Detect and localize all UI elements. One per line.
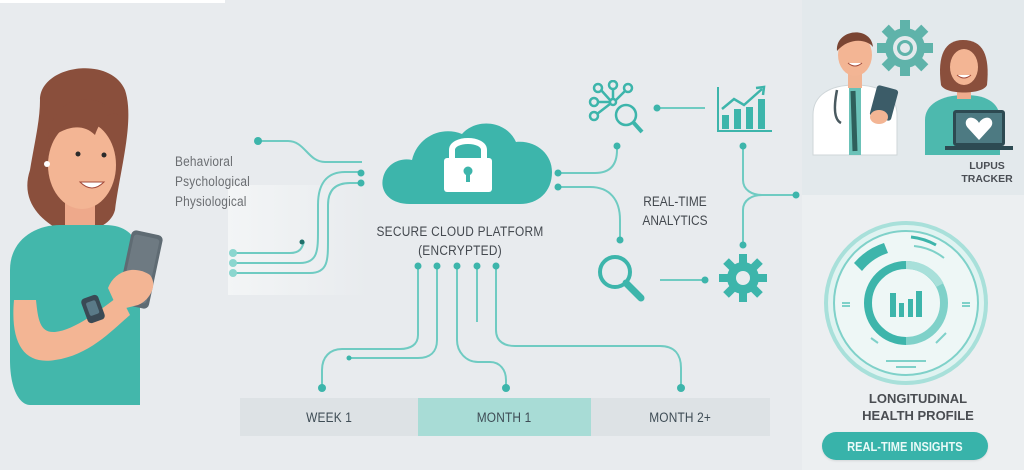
lupus-line2: TRACKER — [961, 173, 1013, 185]
smile — [78, 181, 106, 189]
patient-laptop-icon — [925, 40, 1013, 155]
wire-top-input — [258, 140, 362, 163]
wire-input-1 — [233, 241, 305, 254]
data-type-behavioral: Behavioral — [175, 154, 233, 169]
health-dashboard-dial-icon — [824, 221, 988, 385]
analytics-line1: REAL-TIME — [643, 194, 707, 209]
lock-icon — [444, 138, 492, 192]
real-time-insights-button[interactable]: REAL-TIME INSIGHTS — [822, 432, 988, 460]
wire-to-week1 — [321, 266, 419, 387]
insights-button-label: REAL-TIME INSIGHTS — [847, 438, 963, 454]
hand — [108, 269, 154, 310]
bar-chart-growth-icon — [717, 85, 772, 132]
bar-chart-icon — [890, 291, 922, 317]
timeline-segment-month2plus[interactable]: MONTH 2+ — [591, 398, 770, 436]
top-edge-bar — [0, 0, 225, 3]
smartwatch-icon — [81, 294, 105, 324]
gear-icon — [719, 254, 767, 302]
lupus-tracker-label: LUPUS TRACKER — [950, 160, 1024, 186]
longitudinal-profile-label: LONGITUDINAL HEALTH PROFILE — [812, 390, 1024, 424]
profile-line1: LONGITUDINAL — [868, 391, 968, 406]
cloud-title-line2: (ENCRYPTED) — [418, 243, 502, 258]
timeline-segment-month1[interactable]: MONTH 1 — [418, 398, 591, 436]
wire-to-week1-short — [349, 266, 438, 359]
heart-icon — [965, 117, 993, 140]
network-search-icon — [588, 80, 644, 134]
data-type-psychological: Psychological — [175, 174, 250, 189]
patient-illustration — [10, 68, 163, 405]
timeline-label: WEEK 1 — [306, 409, 352, 425]
profile-line2: HEALTH PROFILE — [862, 408, 974, 423]
wire-analytics-merge — [742, 146, 796, 245]
earring — [44, 161, 50, 167]
timeline-segment-week1[interactable]: WEEK 1 — [240, 398, 418, 436]
care-team-illustration — [812, 20, 1013, 156]
data-input-panel — [228, 185, 368, 295]
cloud-platform-label: SECURE CLOUD PLATFORM (ENCRYPTED) — [360, 222, 560, 260]
wire-input-3 — [233, 182, 362, 274]
analytics-line2: ANALYTICS — [642, 213, 708, 228]
wire-cloud-to-network — [557, 146, 618, 174]
magnifier-icon — [598, 255, 645, 302]
lupus-line1: LUPUS — [969, 160, 1005, 172]
wire-to-month2 — [495, 266, 682, 387]
real-time-analytics-label: REAL-TIME ANALYTICS — [620, 192, 730, 230]
timeline-label: MONTH 1 — [477, 409, 532, 425]
cloud-title-line1: SECURE CLOUD PLATFORM — [376, 224, 544, 239]
wire-input-2 — [233, 171, 362, 264]
data-types-list: Behavioral Psychological Physiological — [175, 152, 260, 212]
data-type-physiological: Physiological — [175, 194, 247, 209]
hair-fringe — [48, 99, 118, 140]
doctor-icon — [812, 32, 899, 156]
timeline-label: MONTH 2+ — [649, 409, 712, 425]
timeline-bar: WEEK 1 MONTH 1 MONTH 2+ — [240, 398, 770, 436]
face — [48, 121, 116, 209]
cloud-icon — [382, 123, 552, 204]
wire-to-month1 — [456, 266, 507, 387]
wire-cloud-to-search — [557, 186, 621, 239]
gear-icon — [877, 20, 933, 76]
